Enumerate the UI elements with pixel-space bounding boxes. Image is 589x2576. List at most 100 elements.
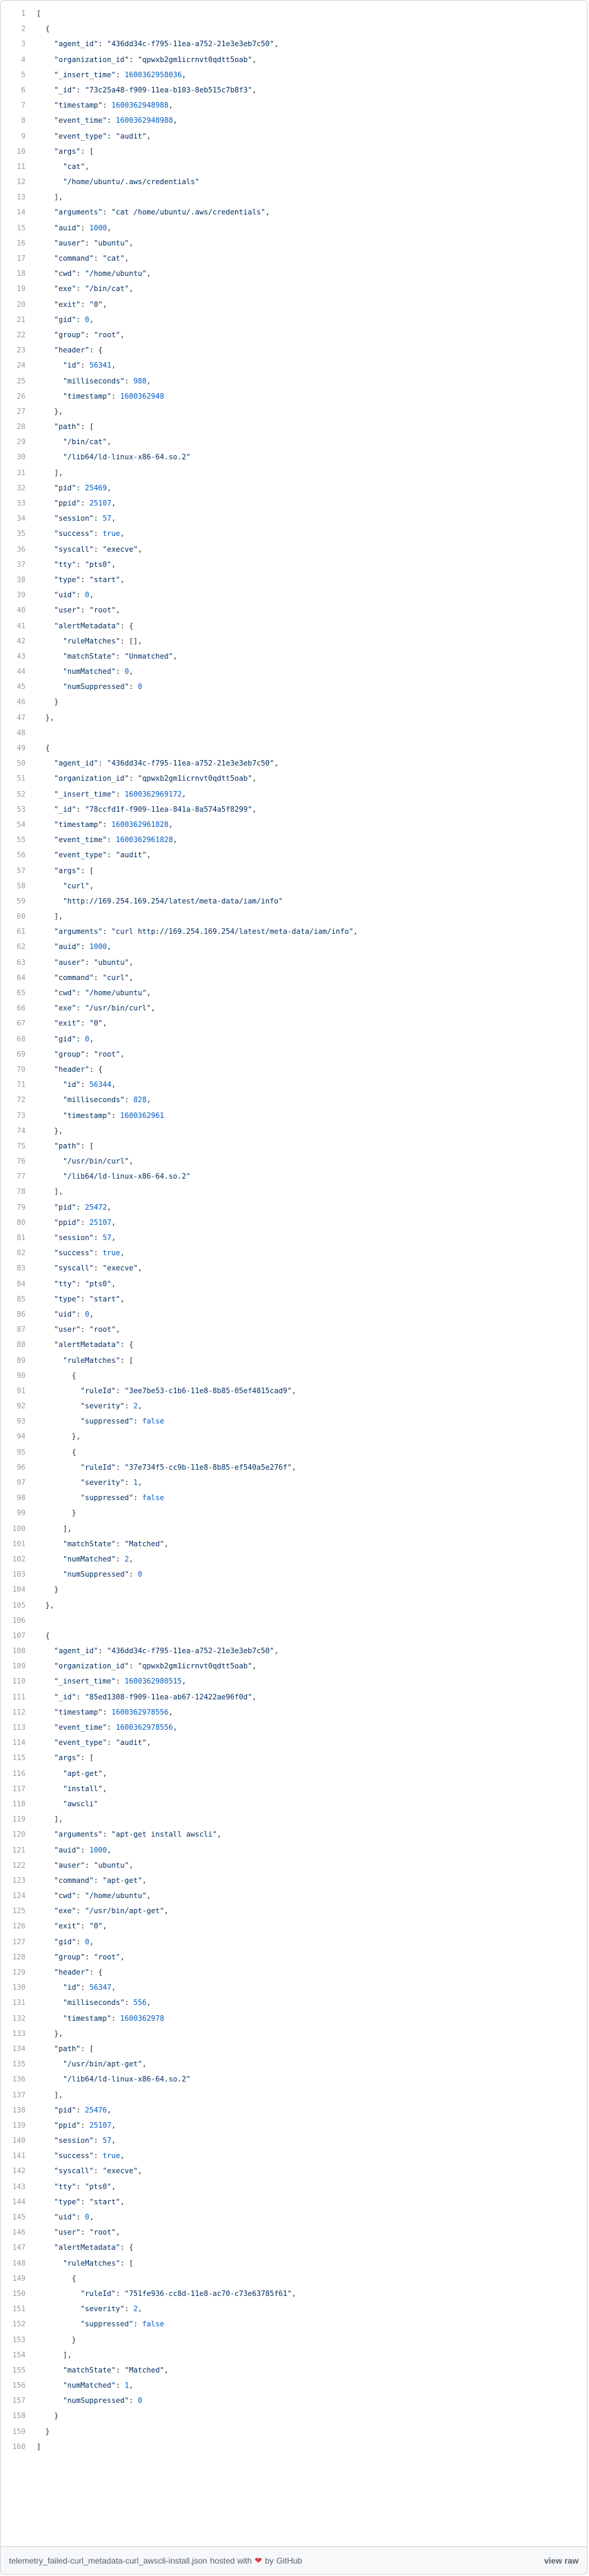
line-number[interactable]: 34 bbox=[17, 515, 26, 523]
line-number[interactable]: 37 bbox=[17, 560, 26, 569]
line-number[interactable]: 138 bbox=[12, 2106, 26, 2115]
line-number[interactable]: 134 bbox=[12, 2044, 26, 2053]
line-number[interactable]: 25 bbox=[17, 377, 26, 386]
line-number[interactable]: 86 bbox=[17, 1310, 26, 1319]
line-number[interactable]: 100 bbox=[12, 1524, 26, 1533]
line-number[interactable]: 12 bbox=[17, 178, 26, 187]
line-number[interactable]: 89 bbox=[17, 1356, 26, 1365]
line-number[interactable]: 61 bbox=[17, 928, 26, 937]
line-number[interactable]: 121 bbox=[12, 1846, 26, 1855]
line-number[interactable]: 20 bbox=[17, 300, 26, 309]
line-number[interactable]: 143 bbox=[12, 2182, 26, 2191]
line-number[interactable]: 95 bbox=[17, 1448, 26, 1457]
line-number[interactable]: 128 bbox=[12, 1953, 26, 1961]
line-number[interactable]: 36 bbox=[17, 545, 26, 554]
line-number[interactable]: 23 bbox=[17, 346, 26, 355]
line-number[interactable]: 130 bbox=[12, 1984, 26, 1993]
line-number[interactable]: 136 bbox=[12, 2075, 26, 2084]
line-number[interactable]: 122 bbox=[12, 1861, 26, 1870]
view-raw-link[interactable]: view raw bbox=[543, 2555, 579, 2566]
line-number[interactable]: 99 bbox=[17, 1509, 26, 1518]
line-number[interactable]: 15 bbox=[17, 223, 26, 232]
line-number[interactable]: 18 bbox=[17, 270, 26, 279]
line-number[interactable]: 43 bbox=[17, 652, 26, 661]
line-number[interactable]: 137 bbox=[12, 2090, 26, 2099]
line-number[interactable]: 98 bbox=[17, 1494, 26, 1503]
line-number[interactable]: 42 bbox=[17, 637, 26, 646]
line-number[interactable]: 31 bbox=[17, 468, 26, 477]
line-number[interactable]: 49 bbox=[17, 744, 26, 752]
line-number[interactable]: 104 bbox=[12, 1586, 26, 1595]
line-number[interactable]: 160 bbox=[12, 2442, 26, 2451]
line-number[interactable]: 97 bbox=[17, 1479, 26, 1487]
line-number[interactable]: 27 bbox=[17, 407, 26, 416]
line-number[interactable]: 33 bbox=[17, 499, 26, 508]
line-number[interactable]: 26 bbox=[17, 392, 26, 401]
line-number[interactable]: 59 bbox=[17, 897, 26, 906]
line-number[interactable]: 71 bbox=[17, 1081, 26, 1090]
line-number[interactable]: 150 bbox=[12, 2289, 26, 2298]
line-number[interactable]: 72 bbox=[17, 1096, 26, 1105]
line-number[interactable]: 106 bbox=[12, 1616, 26, 1625]
line-number[interactable]: 154 bbox=[12, 2350, 26, 2359]
line-number[interactable]: 83 bbox=[17, 1264, 26, 1273]
line-number[interactable]: 67 bbox=[17, 1019, 26, 1028]
line-number[interactable]: 115 bbox=[12, 1754, 26, 1763]
line-number[interactable]: 118 bbox=[12, 1799, 26, 1808]
line-number[interactable]: 11 bbox=[17, 162, 26, 171]
line-number[interactable]: 142 bbox=[12, 2167, 26, 2176]
line-number[interactable]: 60 bbox=[17, 912, 26, 921]
line-number[interactable]: 56 bbox=[17, 851, 26, 860]
line-number[interactable]: 30 bbox=[17, 453, 26, 462]
line-number[interactable]: 40 bbox=[17, 606, 26, 615]
line-number[interactable]: 127 bbox=[12, 1937, 26, 1946]
line-number[interactable]: 103 bbox=[12, 1570, 26, 1579]
line-number[interactable]: 91 bbox=[17, 1386, 26, 1395]
line-number[interactable]: 24 bbox=[17, 361, 26, 370]
line-number[interactable]: 2 bbox=[21, 25, 26, 34]
line-number[interactable]: 58 bbox=[17, 881, 26, 890]
line-number[interactable]: 54 bbox=[17, 820, 26, 829]
line-number[interactable]: 77 bbox=[17, 1172, 26, 1181]
line-number[interactable]: 101 bbox=[12, 1539, 26, 1548]
line-number[interactable]: 8 bbox=[21, 117, 26, 126]
line-number[interactable]: 107 bbox=[12, 1631, 26, 1640]
line-number[interactable]: 6 bbox=[21, 86, 26, 94]
line-number[interactable]: 69 bbox=[17, 1050, 26, 1059]
line-number[interactable]: 124 bbox=[12, 1892, 26, 1901]
line-number[interactable]: 39 bbox=[17, 591, 26, 600]
line-number[interactable]: 153 bbox=[12, 2335, 26, 2344]
line-number[interactable]: 48 bbox=[17, 728, 26, 737]
line-number[interactable]: 102 bbox=[12, 1555, 26, 1564]
line-number[interactable]: 68 bbox=[17, 1035, 26, 1044]
line-number[interactable]: 116 bbox=[12, 1769, 26, 1778]
line-number[interactable]: 16 bbox=[17, 239, 26, 248]
line-number[interactable]: 131 bbox=[12, 1999, 26, 2008]
line-number[interactable]: 53 bbox=[17, 805, 26, 814]
line-number[interactable]: 96 bbox=[17, 1463, 26, 1472]
line-number[interactable]: 5 bbox=[21, 70, 26, 79]
line-number[interactable]: 158 bbox=[12, 2412, 26, 2421]
line-number[interactable]: 119 bbox=[12, 1815, 26, 1824]
line-number[interactable]: 19 bbox=[17, 285, 26, 294]
line-number[interactable]: 151 bbox=[12, 2305, 26, 2314]
line-number[interactable]: 51 bbox=[17, 775, 26, 783]
line-number[interactable]: 92 bbox=[17, 1402, 26, 1411]
line-number[interactable]: 94 bbox=[17, 1432, 26, 1441]
line-number[interactable]: 85 bbox=[17, 1295, 26, 1304]
line-number[interactable]: 32 bbox=[17, 483, 26, 492]
line-number[interactable]: 81 bbox=[17, 1234, 26, 1242]
line-number[interactable]: 21 bbox=[17, 315, 26, 324]
line-number[interactable]: 129 bbox=[12, 1968, 26, 1977]
line-number[interactable]: 74 bbox=[17, 1126, 26, 1135]
line-number[interactable]: 125 bbox=[12, 1907, 26, 1916]
line-number[interactable]: 78 bbox=[17, 1188, 26, 1197]
line-number[interactable]: 75 bbox=[17, 1141, 26, 1150]
line-number[interactable]: 55 bbox=[17, 836, 26, 845]
line-number[interactable]: 144 bbox=[12, 2197, 26, 2206]
line-number[interactable]: 62 bbox=[17, 943, 26, 952]
line-number[interactable]: 76 bbox=[17, 1157, 26, 1166]
line-number[interactable]: 84 bbox=[17, 1279, 26, 1288]
gist-filename-link[interactable]: telemetry_failed-curl_metadata-curl_awsc… bbox=[9, 2555, 208, 2566]
line-number[interactable]: 44 bbox=[17, 668, 26, 677]
